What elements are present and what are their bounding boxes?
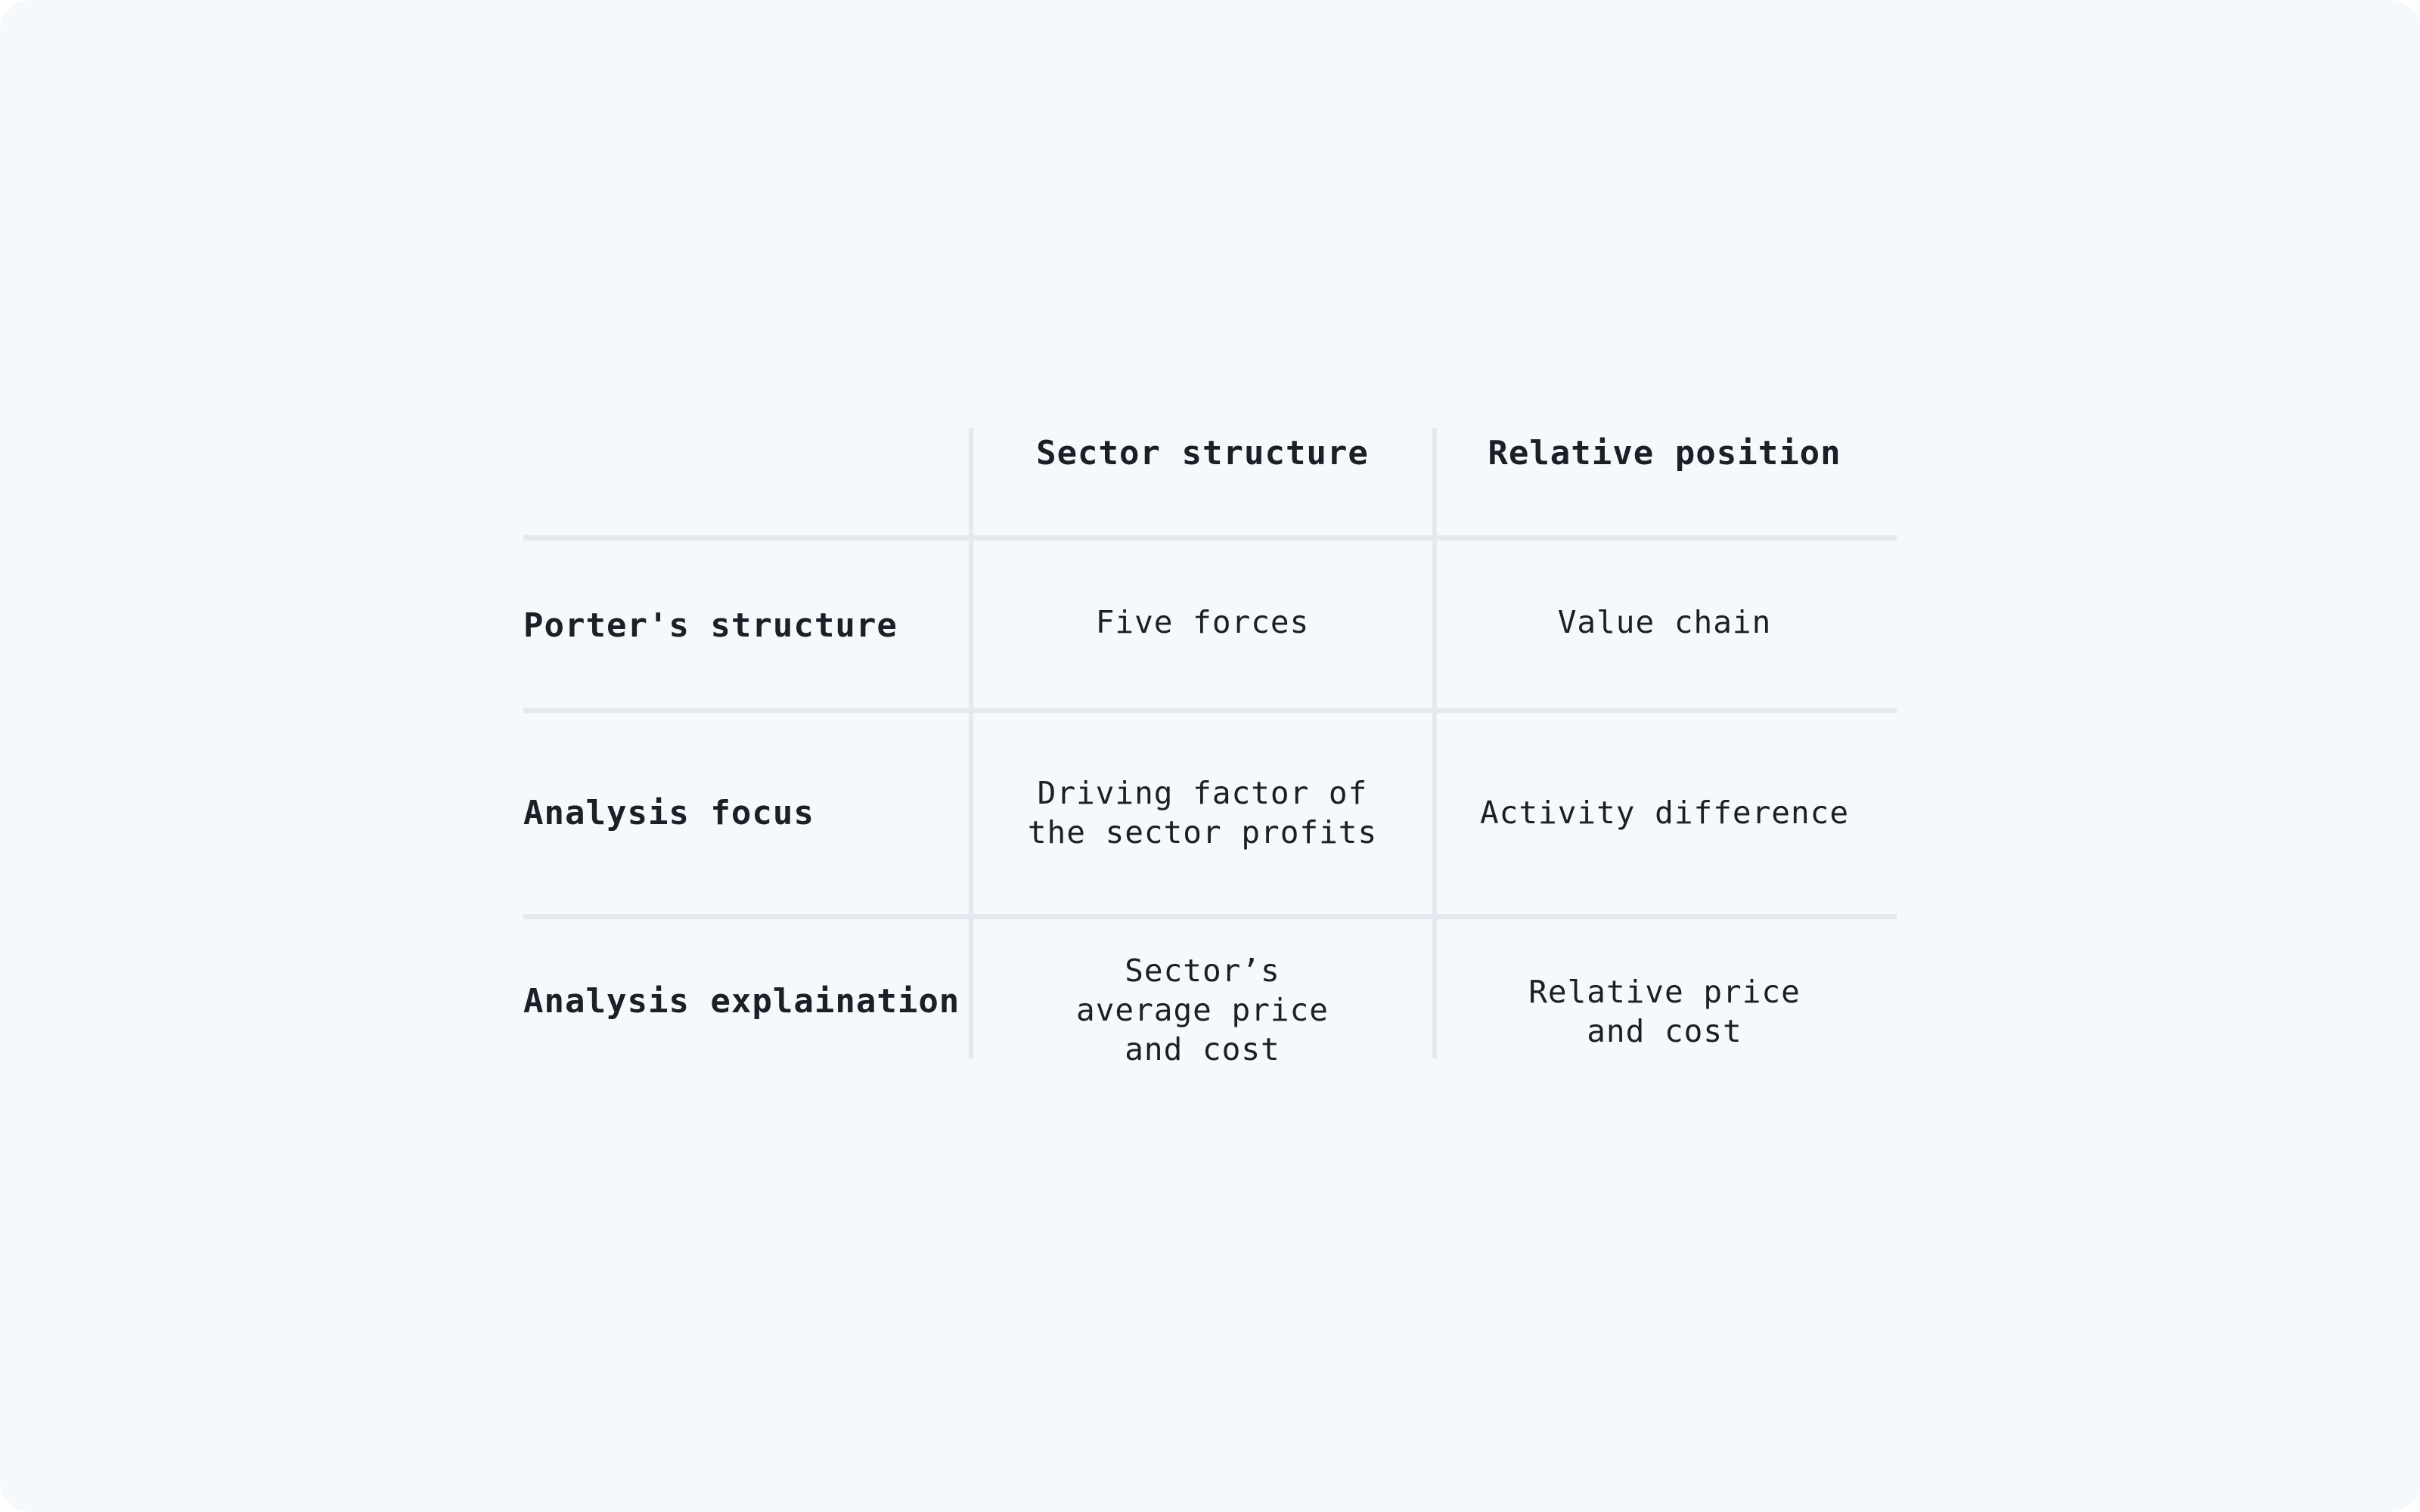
row-divider (523, 914, 1897, 919)
sector-value: Sector’s average price and cost (1076, 953, 1329, 1067)
relative-value: Relative price and cost (1528, 974, 1801, 1049)
table-header-row: Sector structure Relative position (523, 428, 1897, 534)
row-label: Porter's structure (523, 606, 898, 645)
header-relative-position: Relative position (1432, 428, 1897, 534)
column-divider (969, 428, 973, 1058)
relative-cell: Value chain (1432, 541, 1897, 704)
sector-value: Five forces (1095, 604, 1310, 640)
row-label: Analysis explaination (523, 981, 960, 1021)
row-label-cell: Analysis focus (523, 713, 970, 912)
row-label-cell: Porter's structure (523, 541, 970, 704)
sector-cell: Driving factor of the sector profits (973, 713, 1432, 912)
sector-value: Driving factor of the sector profits (1027, 775, 1378, 850)
row-label: Analysis focus (523, 793, 814, 832)
row-divider (523, 535, 1897, 541)
relative-value: Activity difference (1480, 795, 1849, 831)
row-label-cell: Analysis explaination (523, 919, 970, 1083)
column-header-sector-structure: Sector structure (1036, 434, 1369, 472)
relative-value: Value chain (1557, 604, 1772, 640)
header-empty-cell (523, 428, 970, 534)
column-divider (1432, 428, 1437, 1058)
row-divider (523, 708, 1897, 713)
column-header-relative-position: Relative position (1488, 434, 1841, 472)
header-sector-structure: Sector structure (973, 428, 1432, 534)
relative-cell: Activity difference (1432, 713, 1897, 912)
relative-cell: Relative price and cost (1432, 919, 1897, 1083)
table-row: Analysis explaination Sector’s average p… (523, 919, 1897, 1083)
table-row: Analysis focus Driving factor of the sec… (523, 713, 1897, 912)
sector-cell: Five forces (973, 541, 1432, 704)
table-row: Porter's structure Five forces Value cha… (523, 541, 1897, 704)
sector-cell: Sector’s average price and cost (973, 919, 1432, 1083)
